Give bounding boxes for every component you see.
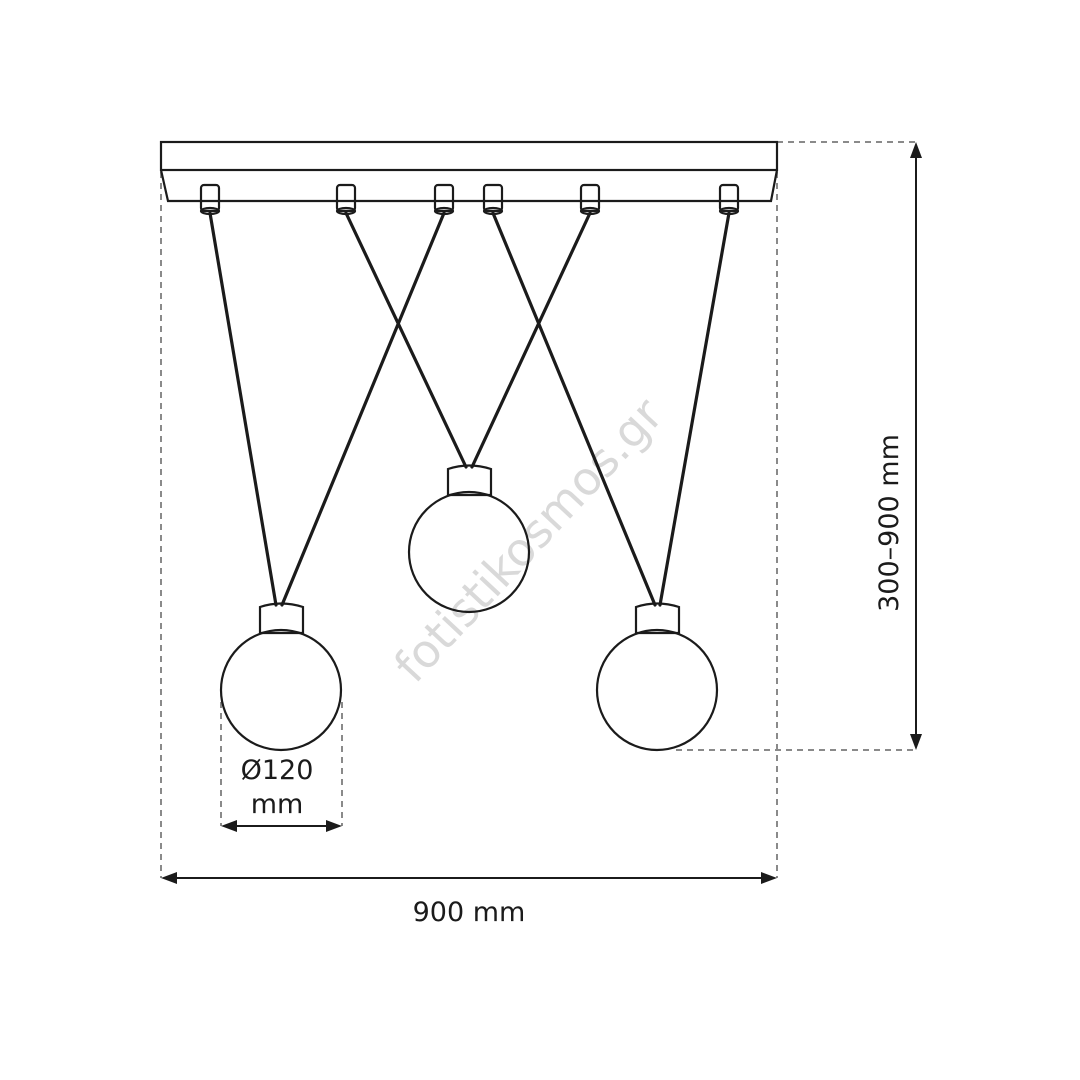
cable-holder [335,183,357,216]
cable-holder [199,183,221,216]
diameter-label-value: Ø120 [241,755,314,786]
globe-lamp-center [407,464,531,614]
extension-lines [160,141,916,878]
ceiling-canopy [159,140,779,203]
globe-lamp-right [595,602,719,752]
width-dimension: 900 mm [161,872,777,928]
cable-holder [482,183,504,216]
cable-holder [718,183,740,216]
cable-holder [579,183,601,216]
diameter-dimension: Ø120 mm [221,755,342,832]
height-label: 300–900 mm [874,434,905,612]
height-dimension: 300–900 mm [874,142,922,750]
width-label: 900 mm [413,897,526,928]
globe-lamp-left [219,602,343,752]
cable-holders [199,183,740,216]
cable-holder [433,183,455,216]
suspension-cables [208,211,731,607]
diameter-label-unit: mm [251,789,304,820]
